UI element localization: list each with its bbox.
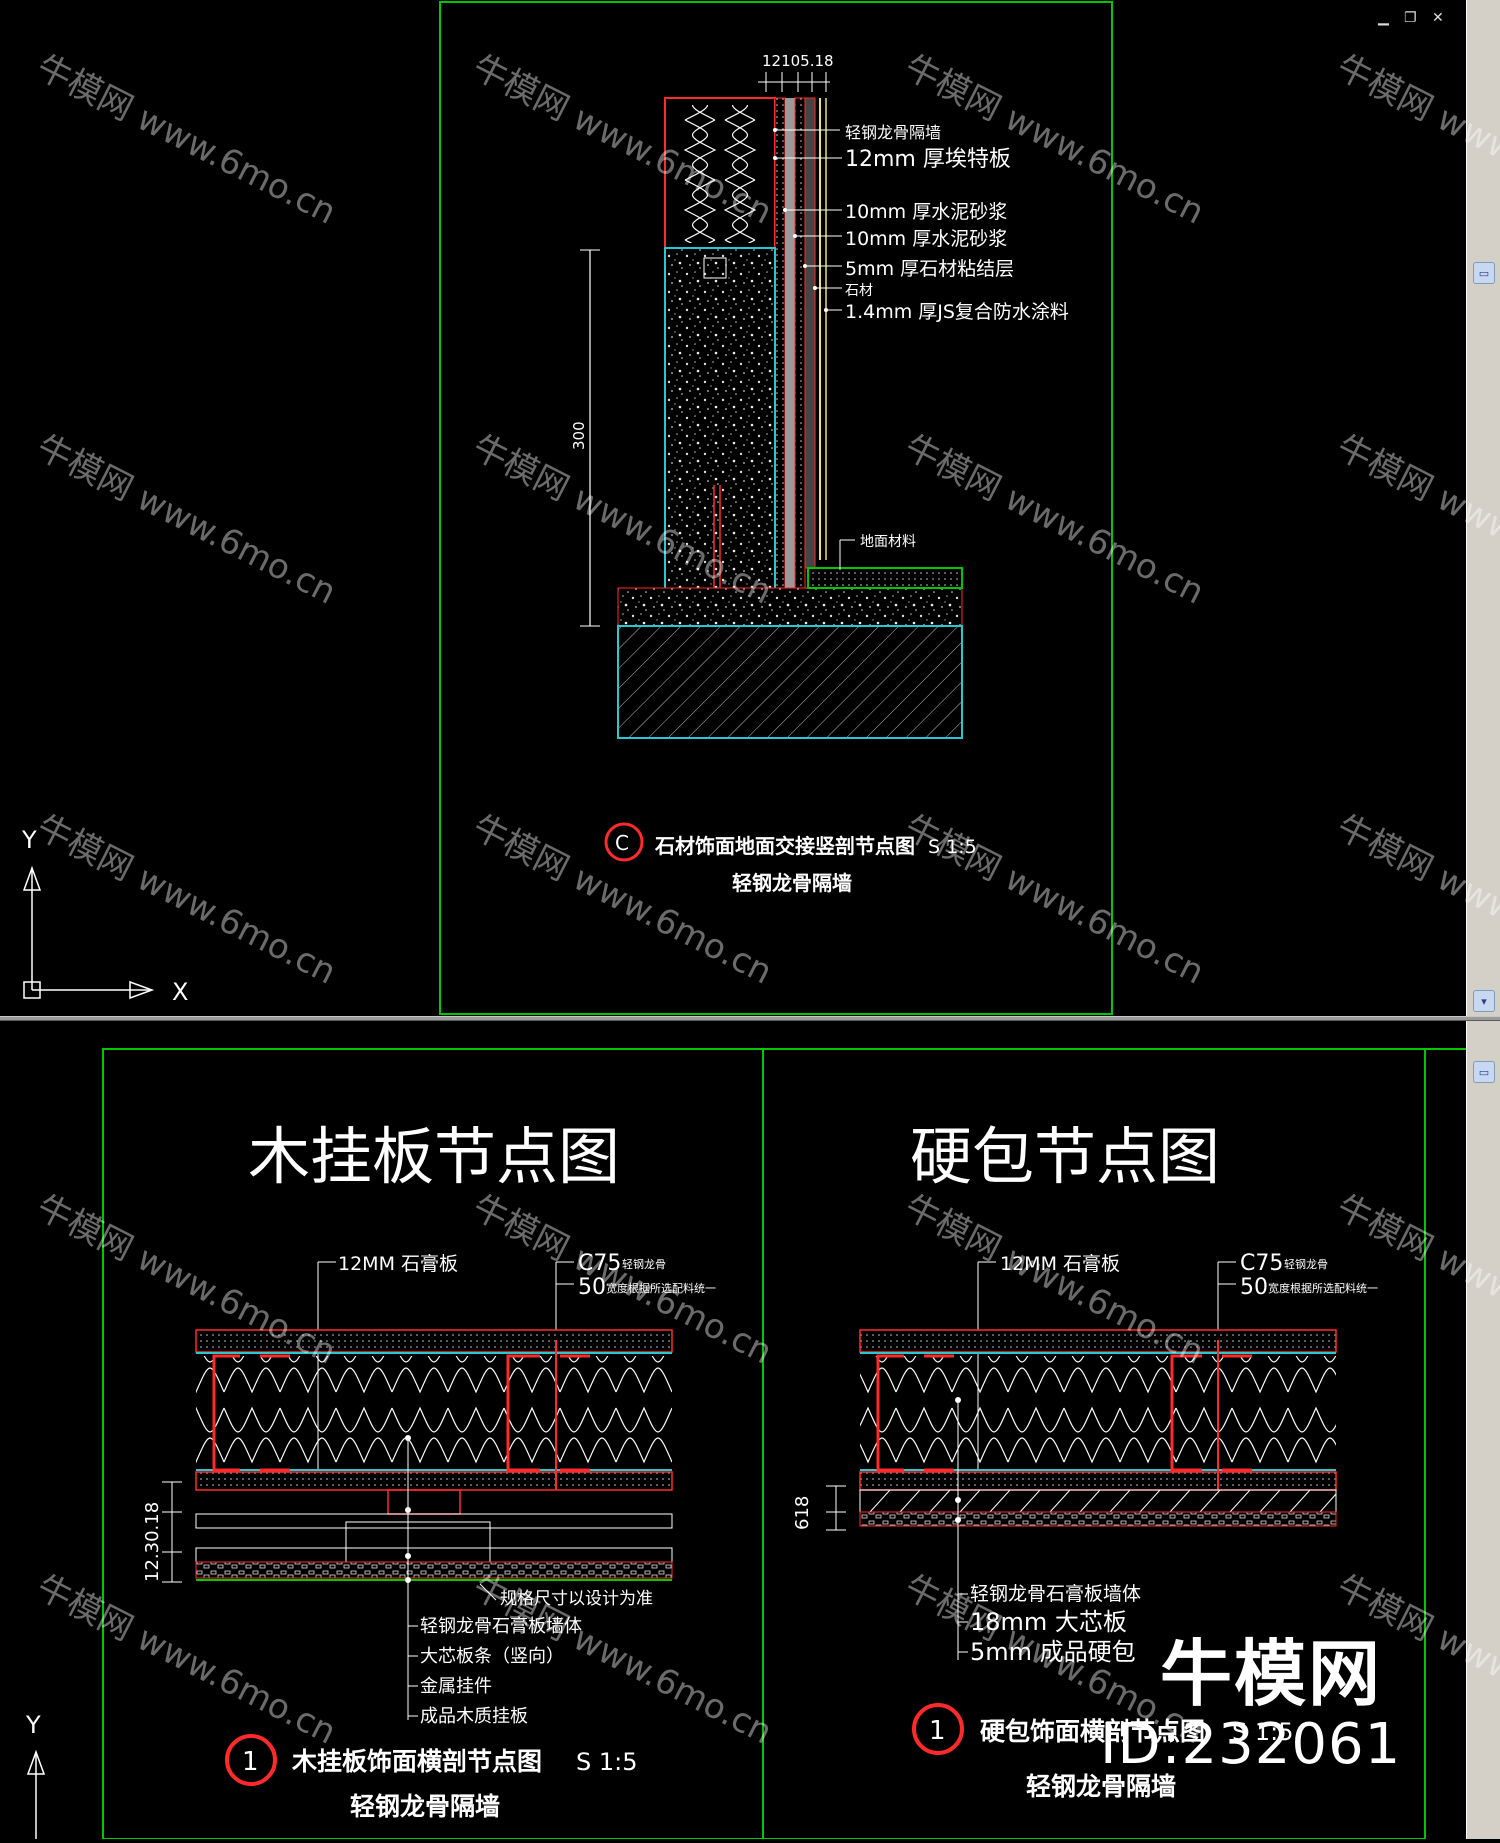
restore-icon[interactable]: ❐ — [1404, 10, 1417, 26]
wood-scale: S 1:5 — [576, 1748, 638, 1776]
wood-callout: 1 — [242, 1747, 259, 1777]
wood-legend-2: 大芯板条（竖向） — [420, 1646, 564, 1667]
detail-c-label-4: 10mm 厚水泥砂浆 — [845, 228, 1007, 250]
wood-label-board: 12MM 石膏板 — [338, 1252, 458, 1275]
hard-legend-2: 18mm 大芯板 — [970, 1608, 1127, 1636]
scroll-thumb-icon[interactable]: ▭ — [1473, 1061, 1495, 1083]
wood-legend-4: 成品木质挂板 — [420, 1706, 528, 1727]
detail-c-top-dims: 12105.18 — [762, 52, 834, 70]
minimize-icon[interactable]: ▁ — [1378, 10, 1389, 26]
hard-side-dims: 618 — [792, 1496, 813, 1530]
brand-logo: 牛模网 — [1160, 1632, 1383, 1716]
detail-c-label-6: 石材 — [845, 283, 873, 299]
wood-note-design: 规格尺寸以设计为准 — [500, 1589, 653, 1609]
detail-c-floor-label: 地面材料 — [860, 534, 916, 550]
hard-callout: 1 — [929, 1716, 946, 1746]
brand-id: ID:232061 — [1100, 1712, 1402, 1777]
bottom-drawings: 木挂板节点图 12MM 石膏板 C75 轻钢龙骨 50 宽度根据所选配料统一 — [25, 1048, 1466, 1840]
ucs-x-label-top: X — [172, 978, 188, 1006]
wood-legend-1: 轻钢龙骨石膏板墙体 — [420, 1615, 582, 1637]
hard-label-keel-b-note: 宽度根据所选配料统一 — [1268, 1281, 1378, 1295]
hard-legend-1: 轻钢龙骨石膏板墙体 — [970, 1582, 1141, 1605]
model-viewport-bottom[interactable]: 木挂板节点图 12MM 石膏板 C75 轻钢龙骨 50 宽度根据所选配料统一 — [0, 1021, 1466, 1840]
detail-c-label-3: 10mm 厚水泥砂浆 — [845, 201, 1007, 223]
wood-callout-circle — [225, 1734, 277, 1786]
model-viewport-top[interactable]: 12105.18 300 轻钢龙 — [0, 0, 1466, 1016]
detail-c-label-7: 1.4mm 厚JS复合防水涂料 — [845, 301, 1069, 323]
hard-label-keel-b: 50 — [1240, 1275, 1268, 1300]
wood-heading: 木挂板节点图 — [248, 1120, 620, 1193]
detail-c-title: 石材饰面地面交接竖剖节点图 — [654, 834, 915, 858]
wood-subtitle: 轻钢龙骨隔墙 — [350, 1792, 500, 1821]
hard-label-keel-a-note: 轻钢龙骨 — [1284, 1257, 1328, 1271]
detail-c-scale: S 1:5 — [928, 836, 977, 858]
hard-scale: S 1:5 — [1232, 1718, 1294, 1746]
ucs-icon-bottom: Y — [25, 1711, 46, 1839]
ucs-y-label-top: Y — [21, 826, 37, 854]
wood-side-dims: 12.30.18 — [142, 1502, 163, 1582]
detail-c-label-2: 12mm 厚埃特板 — [845, 147, 1011, 172]
wood-legend-3: 金属挂件 — [420, 1676, 492, 1697]
hard-callout-circle — [912, 1703, 964, 1755]
ucs-icon-top: Y X — [21, 826, 188, 1006]
detail-c-callout: C — [615, 831, 629, 855]
wood-label-keel-b: 50 — [578, 1275, 606, 1300]
wood-label-keel-a: C75 — [578, 1251, 621, 1276]
scroll-down-icon[interactable]: ▾ — [1473, 990, 1495, 1012]
close-icon[interactable]: ✕ — [1432, 10, 1444, 26]
vertical-scrollbar-bottom[interactable]: ▭ — [1466, 1021, 1500, 1839]
viewport-splitter[interactable] — [0, 1016, 1500, 1021]
scroll-thumb-icon[interactable]: ▭ — [1473, 262, 1495, 284]
wood-label-keel-b-note: 宽度根据所选配料统一 — [606, 1281, 716, 1295]
detail-c-subtitle: 轻钢龙骨隔墙 — [732, 871, 852, 895]
hard-legend-3: 5mm 成品硬包 — [970, 1638, 1136, 1666]
hard-subtitle: 轻钢龙骨隔墙 — [1026, 1772, 1176, 1801]
detail-c-label-1: 轻钢龙骨隔墙 — [845, 123, 941, 142]
wood-label-keel-a-note: 轻钢龙骨 — [622, 1257, 666, 1271]
detail-c-vertical-dim: 300 — [570, 421, 588, 450]
detail-c-drawing: 12105.18 300 轻钢龙 — [21, 1, 1113, 1015]
detail-c-frame — [439, 1, 1113, 1015]
hard-label-board: 12MM 石膏板 — [1000, 1252, 1120, 1275]
hard-title: 硬包饰面横剖节点图 — [980, 1717, 1205, 1746]
detail-c-callout-circle — [604, 822, 644, 862]
hard-heading: 硬包节点图 — [910, 1120, 1220, 1193]
ucs-y-label-bottom: Y — [25, 1711, 41, 1739]
hard-label-keel-a: C75 — [1240, 1251, 1283, 1276]
vertical-scrollbar-top[interactable]: ▭ ▾ — [1466, 0, 1500, 1016]
detail-c-label-5: 5mm 厚石材粘结层 — [845, 258, 1014, 280]
wood-title: 木挂板饰面横剖节点图 — [291, 1747, 542, 1776]
